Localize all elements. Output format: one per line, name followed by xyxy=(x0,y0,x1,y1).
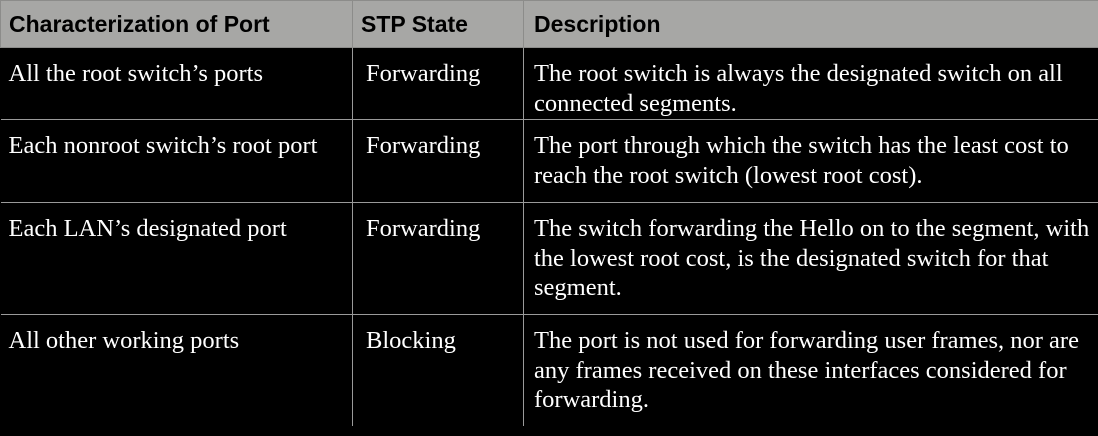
stp-port-states-table: Characterization of Port STP State Descr… xyxy=(0,0,1098,426)
header-description: Description xyxy=(523,0,1098,48)
stp-state-cell: Forwarding xyxy=(352,47,524,120)
table-body: All the root switch’s ports Forwarding T… xyxy=(0,47,1098,426)
table-row: Each LAN’s designated port Forwarding Th… xyxy=(0,202,1098,315)
port-cell: Each LAN’s designated port xyxy=(0,202,353,315)
description-cell: The port is not used for forwarding user… xyxy=(523,314,1098,426)
description-cell: The root switch is always the designated… xyxy=(523,47,1098,120)
stp-state-cell: Blocking xyxy=(352,314,524,426)
header-stp-state: STP State xyxy=(352,0,524,48)
header-characterization-of-port: Characterization of Port xyxy=(0,0,353,48)
port-cell: Each nonroot switch’s root port xyxy=(0,119,353,203)
header-row: Characterization of Port STP State Descr… xyxy=(0,0,1098,48)
table-header: Characterization of Port STP State Descr… xyxy=(0,0,1098,48)
port-cell: All other working ports xyxy=(0,314,353,426)
port-cell: All the root switch’s ports xyxy=(0,47,353,120)
description-cell: The switch forwarding the Hello on to th… xyxy=(523,202,1098,315)
table-row: All the root switch’s ports Forwarding T… xyxy=(0,47,1098,120)
stp-state-cell: Forwarding xyxy=(352,119,524,203)
table-row: Each nonroot switch’s root port Forwardi… xyxy=(0,119,1098,203)
stp-state-cell: Forwarding xyxy=(352,202,524,315)
description-cell: The port through which the switch has th… xyxy=(523,119,1098,203)
table-row: All other working ports Blocking The por… xyxy=(0,314,1098,426)
